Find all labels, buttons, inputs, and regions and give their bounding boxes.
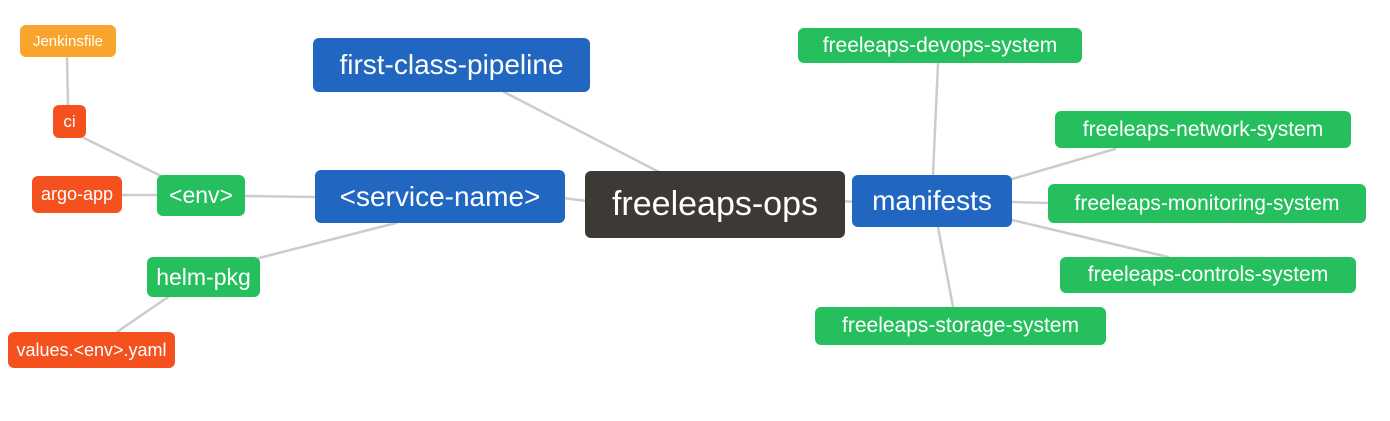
edge-manifests-controls xyxy=(1010,218,1170,259)
node-freeleaps-network-system[interactable]: freeleaps-network-system xyxy=(1055,111,1351,148)
node-first-class-pipeline[interactable]: first-class-pipeline xyxy=(313,38,590,92)
edge-service-name-ops xyxy=(561,196,589,203)
node-values-env-yaml[interactable]: values.<env>.yaml xyxy=(8,332,175,368)
node-helm-pkg[interactable]: helm-pkg xyxy=(147,257,260,297)
node-freeleaps-storage-system[interactable]: freeleaps-storage-system xyxy=(815,307,1106,345)
node-freeleaps-devops-system[interactable]: freeleaps-devops-system xyxy=(798,28,1082,63)
edge-manifests-monitoring xyxy=(1010,200,1050,205)
edge-values-helm-pkg xyxy=(115,295,170,334)
node-jenkinsfile[interactable]: Jenkinsfile xyxy=(20,25,116,57)
edge-pipeline-ops xyxy=(502,90,661,174)
node-freeleaps-controls-system[interactable]: freeleaps-controls-system xyxy=(1060,257,1356,293)
edge-env-service-name xyxy=(243,194,317,199)
node-manifests[interactable]: manifests xyxy=(852,175,1012,227)
node-service-name[interactable]: <service-name> xyxy=(315,170,565,223)
node-freeleaps-ops[interactable]: freeleaps-ops xyxy=(585,171,845,238)
edge-helm-pkg-service-name xyxy=(257,221,398,260)
edge-ci-env xyxy=(82,136,163,178)
edge-manifests-network xyxy=(1010,147,1117,181)
node-env[interactable]: <env> xyxy=(157,175,245,216)
node-freeleaps-monitoring-system[interactable]: freeleaps-monitoring-system xyxy=(1048,184,1366,223)
node-argo-app[interactable]: argo-app xyxy=(32,176,122,213)
edge-jenkinsfile-ci xyxy=(65,55,70,107)
edge-manifests-devops xyxy=(931,61,940,177)
node-ci[interactable]: ci xyxy=(53,105,86,138)
edge-manifests-storage xyxy=(936,225,955,309)
